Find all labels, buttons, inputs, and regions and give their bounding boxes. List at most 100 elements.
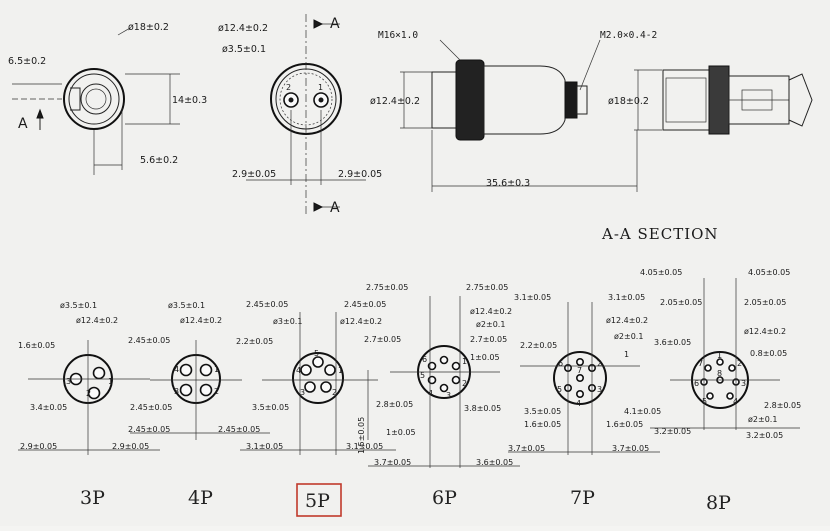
variant-3p-pin-label: 1	[108, 377, 113, 386]
variant-4p-label: 4P	[188, 487, 213, 509]
variant-6p-pin	[451, 375, 461, 385]
socket-pin-2-label: 2	[286, 83, 291, 92]
section-dia-18-label: ø18±0.2	[608, 96, 649, 107]
variant-8p-dim-0: 4.05±0.05	[640, 268, 682, 277]
variant-6p-pin	[427, 361, 437, 371]
variant-3p-label: 3P	[80, 487, 105, 509]
section-front	[662, 69, 710, 131]
front-dia-outer-label: ø18±0.2	[128, 22, 169, 33]
variant-6p-dim-7: 2.8±0.05	[376, 400, 413, 409]
variant-3p-dim-2: 1.6±0.05	[18, 341, 55, 350]
variant-8p-dim-4: ø12.4±0.2	[744, 327, 786, 336]
socket-section-bottom: A	[330, 200, 340, 216]
variant-8p-pin	[704, 364, 712, 372]
variant-8p-dim-10: 3.2±0.05	[746, 431, 783, 440]
variant-5p-pin-label: 5	[314, 349, 319, 358]
front-dim-56-label: 5.6±0.2	[140, 155, 178, 166]
variant-6p-dim-9: 1±0.05	[386, 428, 416, 437]
variant-3p: ø3.5±0.1 ø12.4±0.2 1.6±0.05 3.4±0.05 2.9…	[18, 301, 160, 509]
variant-7p-pin	[575, 389, 584, 398]
pin-center-icon	[318, 97, 324, 103]
section-arrow-icon	[313, 202, 324, 212]
variant-7p-pin-label: 3	[597, 385, 602, 394]
variant-8p-pin	[706, 392, 714, 400]
variant-8p-dim-7: 2.8±0.05	[764, 401, 801, 410]
variant-6p-dim-5: 2.7±0.05	[470, 335, 507, 344]
section-nut	[708, 65, 730, 135]
front-dia-leader	[117, 27, 131, 36]
front-bore	[85, 88, 107, 110]
variant-4p-dim-0: ø3.5±0.1	[168, 301, 205, 310]
variant-6p-dim-6: 1±0.05	[470, 353, 500, 362]
side-body	[483, 65, 566, 135]
variant-5p-pin-label: 4	[296, 366, 301, 375]
variant-4p-pin-label: 4	[174, 365, 179, 374]
variant-8p-pin-label: 2	[737, 359, 742, 368]
side-thread-leader	[439, 39, 461, 61]
variant-4p-dim-2: 2.45±0.05	[128, 336, 170, 345]
socket-pin-1-label: 1	[318, 83, 323, 92]
variant-6p-dim-8: 3.8±0.05	[464, 404, 501, 413]
section-arrow-icon	[313, 19, 324, 29]
variant-5p-pin-5	[312, 356, 324, 368]
variant-6p: 2.75±0.05 2.75±0.05 ø12.4±0.2 ø2±0.1 2.7…	[364, 283, 520, 509]
socket-face-view: ø12.4±0.2 ø3.5±0.1 2 1 2.9±0.05 2.9±0.05…	[218, 14, 382, 216]
front-section-letter: A	[18, 116, 28, 132]
variant-8p-pin-label: 3	[741, 379, 746, 388]
variant-8p-dim-9: 3.2±0.05	[654, 427, 691, 436]
variant-3p-dim-0: ø3.5±0.1	[60, 301, 97, 310]
variant-8p-label: 8P	[706, 492, 731, 514]
front-outer-ring	[63, 68, 125, 130]
highlight-box	[296, 483, 342, 517]
variant-6p-pin-label: 3	[446, 391, 451, 400]
socket-dim-29-left: 2.9±0.05	[232, 169, 276, 180]
variant-8p-pin-label: 1	[717, 351, 722, 360]
variant-5p-pin-2	[320, 381, 332, 393]
section-title: A-A SECTION	[601, 225, 719, 243]
variant-5p-dim-0: 2.45±0.05	[246, 300, 288, 309]
variant-5p: 2.45±0.05 2.45±0.05 ø3±0.1 ø12.4±0.2 2.2…	[236, 300, 396, 517]
variant-4p-dim-1: ø12.4±0.2	[180, 316, 222, 325]
variant-8p-dim-6: 0.8±0.05	[750, 349, 787, 358]
variant-6p-pin-label: 1	[462, 357, 467, 366]
variant-5p-dim-1: 2.45±0.05	[344, 300, 386, 309]
variant-7p-pin	[575, 373, 584, 382]
variant-3p-pin-1	[92, 366, 106, 380]
pin-center-icon	[288, 97, 294, 103]
variant-4p-pin-label: 2	[214, 387, 219, 396]
variant-4p-pin-3	[179, 383, 193, 397]
section-front-inner	[665, 77, 707, 123]
variant-5p-dim-4: 2.2±0.05	[236, 337, 273, 346]
side-nose	[431, 71, 457, 129]
variant-8p-dim-1: 4.05±0.05	[748, 268, 790, 277]
variant-8p-dim-5: 3.6±0.05	[654, 338, 691, 347]
variant-8p-pin-label: 7	[698, 359, 703, 368]
variant-5p-pin-1	[324, 364, 336, 376]
variant-5p-label[interactable]: 5P	[305, 490, 330, 512]
socket-dim-29-right: 2.9±0.05	[338, 169, 382, 180]
variant-5p-pin-label: 2	[332, 388, 337, 397]
side-knurl-nut	[455, 59, 485, 141]
variant-4p-pin-1	[199, 363, 213, 377]
variant-7p-dim-9: 3.7±0.05	[508, 444, 545, 453]
variant-5p-dim-2: ø3±0.1	[273, 317, 302, 326]
variant-5p-dim-6: 1.5±0.05	[357, 417, 366, 454]
variant-5p-dim-7: 3.1±0.05	[246, 442, 283, 451]
side-dia-124-label: ø12.4±0.2	[370, 96, 420, 107]
variant-7p-pin-label: 2	[597, 359, 602, 368]
variant-6p-dim-10: 3.7±0.05	[374, 458, 411, 467]
variant-3p-pin-label: 2	[86, 389, 91, 398]
variant-7p-pin-label: 6	[558, 359, 563, 368]
variant-4p-dim-5: 2.45±0.05	[218, 425, 260, 434]
variant-6p-pin	[427, 375, 437, 385]
side-collar	[564, 81, 578, 119]
variant-8p-pin-label: 6	[694, 379, 699, 388]
variant-4p-pin-label: 1	[214, 365, 219, 374]
variant-3p-dim-5: 2.9±0.05	[112, 442, 149, 451]
front-dim-14-label: 14±0.3	[172, 95, 207, 106]
front-knurl-ring	[68, 73, 120, 125]
variant-7p-dim-10: 3.7±0.05	[612, 444, 649, 453]
variant-6p-dim-3: ø2±0.1	[476, 320, 505, 329]
